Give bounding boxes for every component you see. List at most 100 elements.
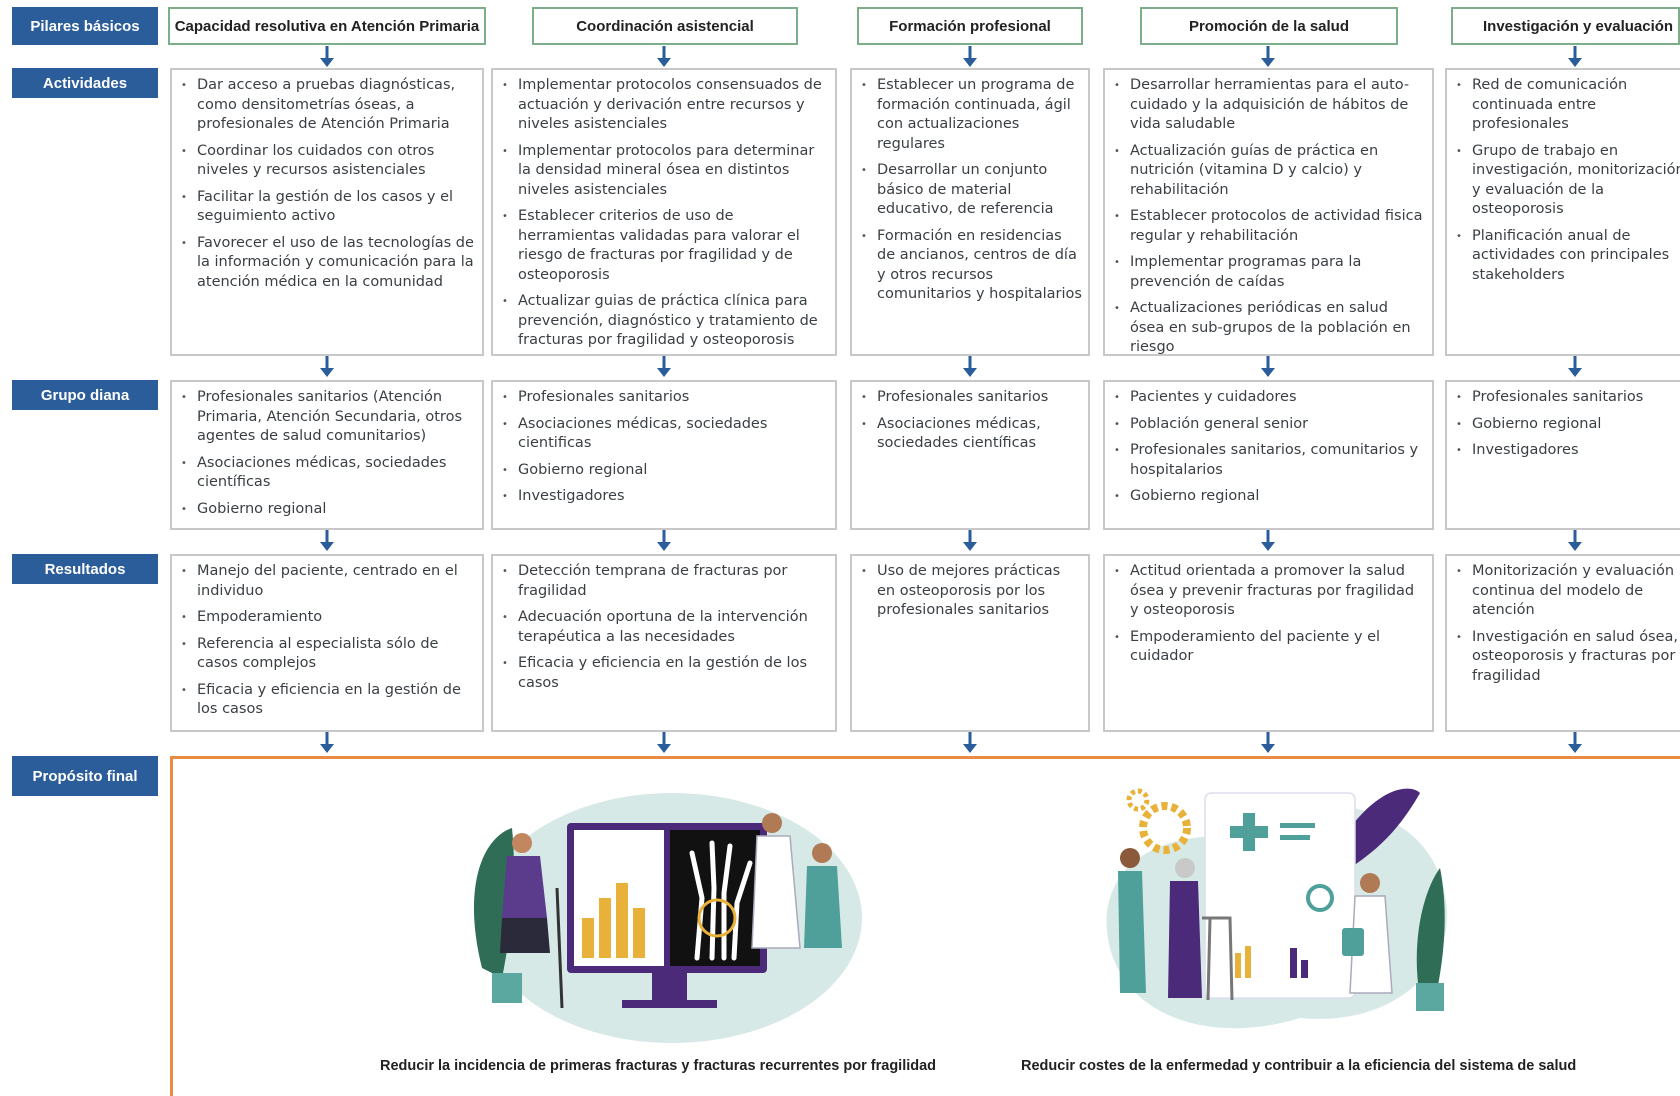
down-arrow-icon bbox=[1568, 732, 1582, 753]
list-item: Desarrollar un conjunto básico de materi… bbox=[858, 161, 1082, 220]
list-item: Planificación anual de actividades con p… bbox=[1453, 227, 1680, 286]
pillar-formacion-profesional: Formación profesional bbox=[857, 7, 1083, 45]
grupo-diana-box-4: Pacientes y cuidadores Población general… bbox=[1103, 380, 1434, 530]
list-item: Establecer protocolos de actividad fisic… bbox=[1111, 207, 1426, 246]
progress-ring-icon bbox=[1306, 884, 1334, 912]
down-arrow-icon bbox=[657, 732, 671, 753]
illustration-fracture-diagnosis bbox=[473, 793, 862, 1043]
down-arrow-icon bbox=[1568, 530, 1582, 551]
row-label-pilares: Pilares básicos bbox=[12, 7, 158, 45]
proposito-final-frame bbox=[170, 756, 1680, 1096]
list-item: Detección temprana de fracturas por frag… bbox=[499, 562, 829, 601]
list-item: Eficacia y eficiencia en la gestión de l… bbox=[499, 654, 829, 693]
down-arrow-icon bbox=[320, 356, 334, 377]
list-item: Uso de mejores prácticas en osteoporosis… bbox=[858, 562, 1082, 621]
resultados-box-4: Actitud orientada a promover la salud ós… bbox=[1103, 554, 1434, 732]
list-item: Gobierno regional bbox=[499, 461, 829, 481]
nurse-head-icon bbox=[812, 843, 832, 863]
leaf-icon bbox=[1350, 788, 1420, 868]
down-arrow-icon bbox=[1261, 732, 1275, 753]
list-item: Formación en residencias de ancianos, ce… bbox=[858, 227, 1082, 305]
down-arrow-icon bbox=[1261, 356, 1275, 377]
list-item: Asociaciones médicas, sociedades científ… bbox=[858, 415, 1082, 454]
list-item: Empoderamiento bbox=[178, 608, 476, 628]
list-item: Grupo de trabajo en investigación, monit… bbox=[1453, 142, 1680, 220]
actividades-box-3: Establecer un programa de formación cont… bbox=[850, 68, 1090, 356]
list-item: Profesionales sanitarios bbox=[858, 388, 1082, 408]
list-item: Gobierno regional bbox=[1453, 415, 1680, 435]
doctor-head-icon bbox=[762, 813, 782, 833]
list-item: Actualización guías de práctica en nutri… bbox=[1111, 142, 1426, 201]
bar-chart-icon bbox=[599, 898, 611, 958]
list-item: Manejo del paciente, centrado en el indi… bbox=[178, 562, 476, 601]
list-item: Pacientes y cuidadores bbox=[1111, 388, 1426, 408]
resultados-box-5: Monitorización y evaluación continua del… bbox=[1445, 554, 1680, 732]
row-label-grupo-diana: Grupo diana bbox=[12, 380, 158, 410]
pillar-investigacion-evaluacion: Investigación y evaluación bbox=[1451, 7, 1680, 45]
bar-chart-icon bbox=[633, 908, 645, 958]
list-item: Investigadores bbox=[499, 487, 829, 507]
bar-chart-icon bbox=[1245, 946, 1251, 978]
down-arrow-icon bbox=[1261, 530, 1275, 551]
list-item: Empoderamiento del paciente y el cuidado… bbox=[1111, 628, 1426, 667]
actividades-box-2: Implementar protocolos consensuados de a… bbox=[491, 68, 837, 356]
list-item: Asociaciones médicas, sociedades cientif… bbox=[499, 415, 829, 454]
list-item: Implementar protocolos para determinar l… bbox=[499, 142, 829, 201]
down-arrow-icon bbox=[1568, 356, 1582, 377]
bar-chart-icon bbox=[1235, 953, 1241, 978]
hand-bones-icon bbox=[689, 840, 753, 961]
nurse-body-icon bbox=[804, 866, 842, 948]
down-arrow-icon bbox=[657, 356, 671, 377]
bar-chart-icon bbox=[582, 918, 594, 958]
list-item: Coordinar los cuidados con otros niveles… bbox=[178, 142, 476, 181]
pillar-capacidad-resolutiva: Capacidad resolutiva en Atención Primari… bbox=[168, 7, 486, 45]
monitor-stand-icon bbox=[652, 973, 687, 1003]
plant-pot-icon bbox=[1416, 983, 1444, 1011]
doctor-coat-icon bbox=[751, 835, 801, 949]
down-arrow-icon bbox=[963, 530, 977, 551]
cane-icon bbox=[555, 887, 564, 1009]
proposito-caption-1: Reducir la incidencia de primeras fractu… bbox=[380, 1058, 937, 1074]
doctor-coat-icon bbox=[1349, 895, 1393, 994]
bar-chart-icon bbox=[1301, 960, 1308, 978]
pillar-coordinacion-asistencial: Coordinación asistencial bbox=[532, 7, 798, 45]
text-lines-icon bbox=[1280, 835, 1310, 840]
bar-chart-icon bbox=[616, 883, 628, 958]
list-item: Favorecer el uso de las tecnologías de l… bbox=[178, 234, 476, 293]
row-label-proposito-final: Propósito final bbox=[12, 756, 158, 796]
down-arrow-icon bbox=[657, 46, 671, 67]
grupo-diana-box-3: Profesionales sanitarios Asociaciones mé… bbox=[850, 380, 1090, 530]
row-label-resultados: Resultados bbox=[12, 554, 158, 584]
list-item: Actualizaciones periódicas en salud ósea… bbox=[1111, 299, 1426, 354]
patient-skirt-icon bbox=[500, 918, 550, 953]
list-item: Actitud orientada a promover la salud ós… bbox=[1111, 562, 1426, 621]
resultados-box-3: Uso de mejores prácticas en osteoporosis… bbox=[850, 554, 1090, 732]
actividades-box-1: Dar acceso a pruebas diagnósticas, como … bbox=[170, 68, 484, 356]
down-arrow-icon bbox=[320, 732, 334, 753]
walker-icon bbox=[1202, 916, 1234, 1001]
resultados-box-1: Manejo del paciente, centrado en el indi… bbox=[170, 554, 484, 732]
resultados-box-2: Detección temprana de fracturas por frag… bbox=[491, 554, 837, 732]
list-item: Eficacia y eficiencia en la gestión de l… bbox=[178, 681, 476, 720]
gear-icon bbox=[1139, 802, 1191, 854]
list-item: Gobierno regional bbox=[1111, 487, 1426, 507]
list-item: Investigadores bbox=[1453, 441, 1680, 461]
list-item: Desarrollar herramientas para el auto-cu… bbox=[1111, 76, 1426, 135]
medical-cross-icon bbox=[1230, 813, 1268, 851]
text-lines-icon bbox=[1280, 823, 1315, 828]
tablet-icon bbox=[1342, 928, 1364, 956]
list-item: Red de comunicación continuada entre pro… bbox=[1453, 76, 1680, 135]
senior-body-icon bbox=[1168, 881, 1202, 998]
monitor-base-icon bbox=[622, 1000, 717, 1008]
list-item: Profesionales sanitarios bbox=[499, 388, 829, 408]
grupo-diana-box-5: Profesionales sanitarios Gobierno region… bbox=[1445, 380, 1680, 530]
caregiver-head-icon bbox=[1120, 848, 1140, 868]
down-arrow-icon bbox=[963, 46, 977, 67]
bar-chart-icon bbox=[1290, 948, 1297, 978]
senior-head-icon bbox=[1175, 858, 1195, 878]
patient-head-icon bbox=[512, 833, 532, 853]
list-item: Referencia al especialista sólo de casos… bbox=[178, 635, 476, 674]
list-item: Actualizar guias de práctica clínica par… bbox=[499, 292, 829, 351]
proposito-caption-2: Reducir costes de la enfermedad y contri… bbox=[1021, 1058, 1577, 1074]
list-item: Adecuación oportuna de la intervención t… bbox=[499, 608, 829, 647]
